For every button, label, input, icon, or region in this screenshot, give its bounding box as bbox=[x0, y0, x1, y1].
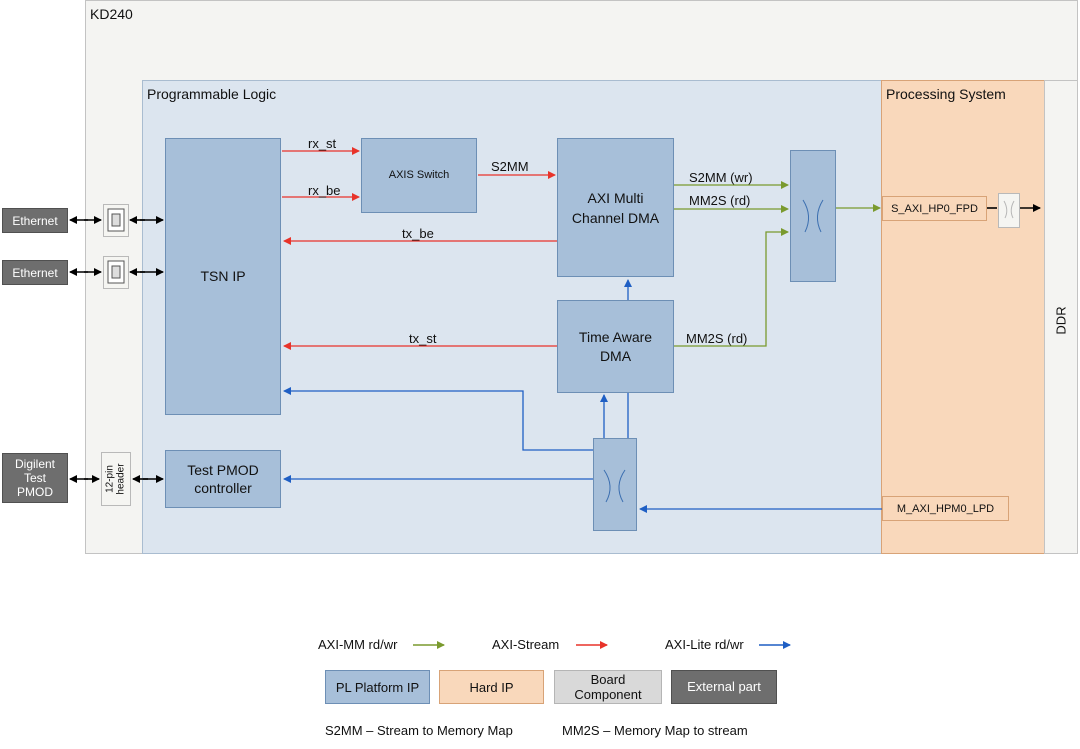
s-axi-hp0-fpd-port: S_AXI_HP0_FPD bbox=[882, 196, 987, 221]
axi-mcdma-label-line2: Channel DMA bbox=[571, 209, 660, 226]
tsn-ip-label: TSN IP bbox=[200, 268, 246, 284]
pmod-label-line2: Test bbox=[23, 471, 46, 485]
interconnect-bottom-block bbox=[593, 438, 637, 531]
axis-switch-block: AXIS Switch bbox=[361, 138, 477, 213]
crossbar-icon-top bbox=[802, 199, 824, 233]
tsn-ip-block: TSN IP bbox=[165, 138, 281, 415]
axi-multi-channel-dma-block: AXI Multi Channel DMA bbox=[557, 138, 674, 277]
rx-st-label: rx_st bbox=[308, 136, 337, 151]
legend-axi-mm-label: AXI-MM rd/wr bbox=[318, 637, 398, 652]
processing-system-region bbox=[881, 80, 1045, 554]
legend-board-comp-line2: Component bbox=[574, 687, 642, 702]
s2mm-label: S2MM bbox=[491, 159, 529, 174]
legend-hard-ip-label: Hard IP bbox=[469, 679, 514, 695]
time-aware-dma-block: Time Aware DMA bbox=[557, 300, 674, 393]
crossbar-icon-bottom bbox=[603, 469, 626, 503]
rx-be-label: rx_be bbox=[308, 183, 341, 198]
legend-board-component: Board Component bbox=[554, 670, 662, 704]
mm2s-rd2-label: MM2S (rd) bbox=[686, 331, 748, 346]
pmod-label-line3: PMOD bbox=[17, 485, 53, 499]
test-pmod-controller-block: Test PMOD controller bbox=[165, 450, 281, 508]
legend-axi-stream-label: AXI-Stream bbox=[492, 637, 560, 652]
s-axi-hp0-fpd-label: S_AXI_HP0_FPD bbox=[891, 202, 978, 215]
pmod-label-line1: Digilent bbox=[14, 457, 56, 471]
rj45-icon-1 bbox=[107, 208, 125, 232]
axis-switch-label: AXIS Switch bbox=[388, 169, 450, 181]
ethernet-external-2: Ethernet bbox=[2, 260, 68, 285]
tx-st-label: tx_st bbox=[409, 331, 437, 346]
pmod-ctrl-label-line1: Test PMOD bbox=[187, 462, 259, 478]
digilent-test-pmod-external: Digilent Test PMOD bbox=[2, 453, 68, 503]
ta-dma-label-line2: DMA bbox=[599, 347, 632, 364]
ethernet-2-label: Ethernet bbox=[12, 265, 58, 280]
legend-axi-lite-label: AXI-Lite rd/wr bbox=[665, 637, 744, 652]
twelve-pin-header: 12-pin header bbox=[101, 452, 131, 506]
interconnect-top-block bbox=[790, 150, 836, 282]
legend-board-comp-line1: Board bbox=[590, 672, 626, 687]
ta-dma-label-line1: Time Aware bbox=[578, 328, 653, 345]
m-axi-hpm0-lpd-label: M_AXI_HPM0_LPD bbox=[896, 502, 995, 515]
legend-external-part: External part bbox=[671, 670, 777, 704]
ps-interconnect-port bbox=[998, 193, 1020, 228]
ddr-region bbox=[1044, 80, 1078, 554]
board-title: KD240 bbox=[90, 6, 133, 22]
legend-pl-platform-label: PL Platform IP bbox=[335, 679, 420, 695]
legend-pl-platform-ip: PL Platform IP bbox=[325, 670, 430, 704]
legend-footnote-s2mm: S2MM – Stream to Memory Map bbox=[325, 723, 513, 738]
ethernet-1-label: Ethernet bbox=[12, 213, 58, 228]
ethernet-external-1: Ethernet bbox=[2, 208, 68, 233]
mm2s-rd2-wire bbox=[674, 228, 789, 347]
m-axi-hpm0-lpd-port: M_AXI_HPM0_LPD bbox=[882, 496, 1009, 521]
tsn-control-wire bbox=[283, 387, 593, 451]
legend-external-part-label: External part bbox=[687, 679, 761, 694]
processing-system-title: Processing System bbox=[886, 86, 1006, 102]
programmable-logic-title: Programmable Logic bbox=[147, 86, 277, 102]
legend-hard-ip: Hard IP bbox=[439, 670, 544, 704]
crossbar-icon-ps bbox=[1003, 200, 1015, 219]
pmod-ctrl-label-line2: controller bbox=[194, 480, 252, 496]
legend-footnote-mm2s: MM2S – Memory Map to stream bbox=[562, 723, 748, 738]
tx-be-label: tx_be bbox=[402, 226, 434, 241]
mm2s-rd-label: MM2S (rd) bbox=[689, 193, 751, 208]
s2mm-wr-label: S2MM (wr) bbox=[689, 170, 753, 185]
axi-mcdma-label-line1: AXI Multi bbox=[587, 189, 644, 206]
rj45-icon-2 bbox=[107, 260, 125, 284]
